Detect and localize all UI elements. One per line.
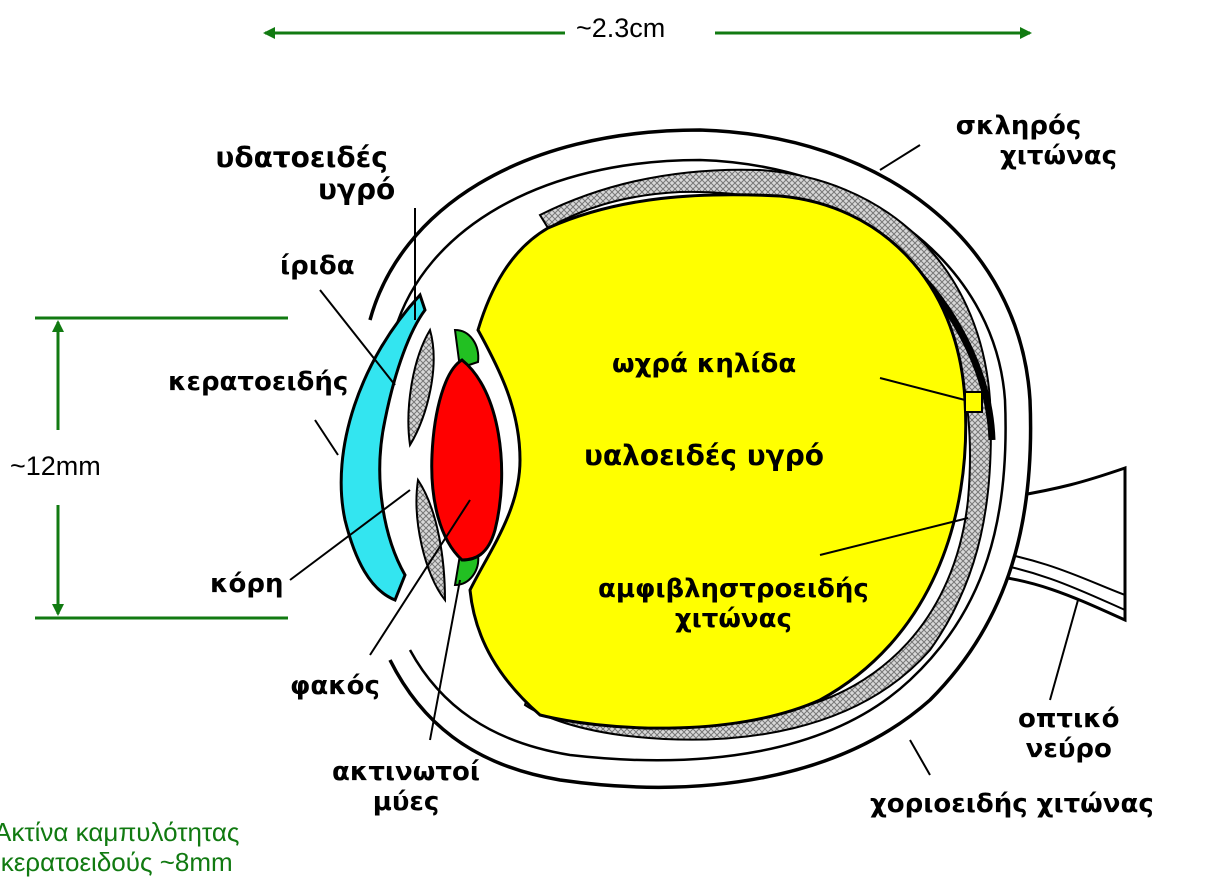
sclera-line1: σκληρός xyxy=(920,112,1117,142)
curvature-note: Ακτίνα καμπυλότητας κερατοειδούς ~8mm xyxy=(0,818,239,878)
optic-line1: οπτικό xyxy=(1018,705,1120,735)
optic-line2: νεύρο xyxy=(1018,735,1120,765)
lens-label: φακός xyxy=(290,672,380,702)
lens-height-label: ~12mm xyxy=(4,452,107,482)
aqueous-line2: υγρό xyxy=(208,174,395,206)
cornea-label: κερατοειδής xyxy=(168,368,348,398)
sclera-label: σκληρός χιτώνας xyxy=(920,112,1117,172)
choroid-label: χοριοειδής χιτώνας xyxy=(870,790,1154,820)
ciliary-muscles-label: ακτινωτοί μύες xyxy=(332,758,480,818)
aqueous-humor-label: υδατοειδές υγρό xyxy=(208,142,395,206)
iris-label: ίριδα xyxy=(280,252,355,282)
aqueous-line1: υδατοειδές xyxy=(208,142,395,174)
curvature-note-line1: Ακτίνα καμπυλότητας xyxy=(0,818,239,848)
macula-label: ωχρά κηλίδα xyxy=(612,350,796,380)
curvature-note-line2: κερατοειδούς ~8mm xyxy=(0,848,239,878)
retina-line2: χιτώνας xyxy=(598,605,869,635)
retina-label: αμφιβληστροειδής χιτώνας xyxy=(598,575,869,635)
sclera-line2: χιτώνας xyxy=(920,142,1117,172)
ciliary-line2: μύες xyxy=(332,788,480,818)
ciliary-line1: ακτινωτοί xyxy=(332,758,480,788)
pupil-label: κόρη xyxy=(210,570,283,600)
optic-nerve-label: οπτικό νεύρο xyxy=(1018,705,1120,765)
macula-marker xyxy=(965,392,982,412)
retina-line1: αμφιβληστροειδής xyxy=(598,575,869,605)
vitreous-label: υαλοειδές υγρό xyxy=(584,440,824,472)
eye-length-label: ~2.3cm xyxy=(570,14,671,44)
